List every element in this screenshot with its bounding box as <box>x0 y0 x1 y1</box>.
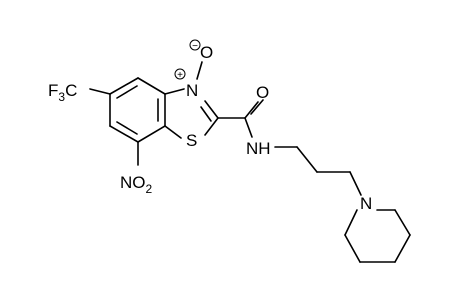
carbonyl-oxygen-label: O <box>256 83 269 102</box>
amide-nh-label: NH <box>246 139 271 158</box>
cf3-bond <box>89 88 111 95</box>
n-oxide-bond <box>196 61 203 80</box>
n-oxide-oxygen-label: O <box>200 43 213 62</box>
thiazole-ring <box>164 88 219 139</box>
carboxamide-group <box>217 99 264 138</box>
negative-charge: − <box>189 39 201 52</box>
trifluoromethyl-label: F3C <box>48 81 77 104</box>
piperidine-ring <box>344 209 411 263</box>
propyl-chain <box>274 146 362 196</box>
piperidine-nitrogen-label: N <box>360 194 372 213</box>
ring-nitrogen-label: N <box>186 81 198 100</box>
positive-charge: + <box>174 68 186 81</box>
svg-text:−: − <box>192 41 198 52</box>
sulfur-label: S <box>186 131 197 150</box>
nitro-label: NO2 <box>120 173 153 196</box>
benzene-ring <box>109 77 166 143</box>
svg-text:+: + <box>177 70 183 81</box>
